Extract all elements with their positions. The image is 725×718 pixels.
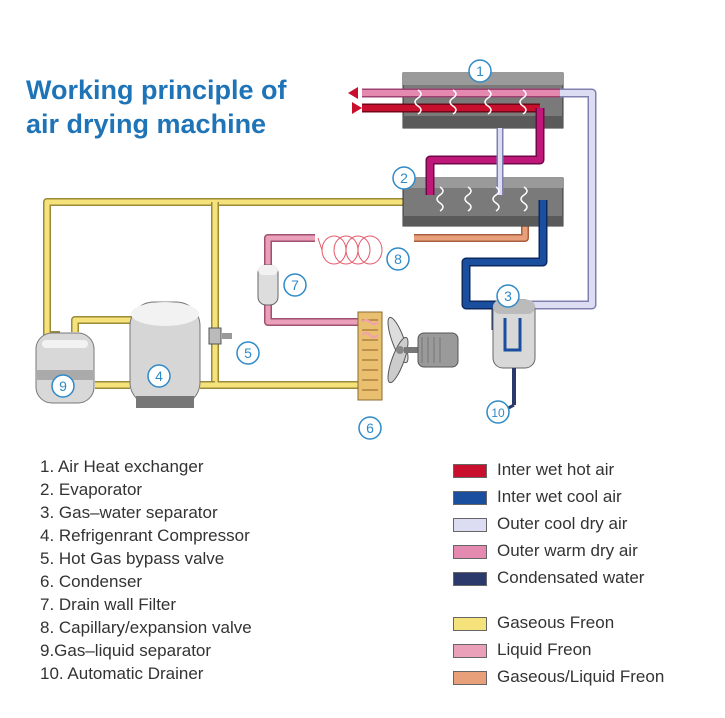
badge-9: 9	[51, 374, 75, 398]
badge-label: 3	[504, 288, 512, 304]
list-item: 3. Gas–water separator	[40, 503, 218, 522]
legend-swatch	[453, 464, 487, 478]
badge-label: 8	[394, 251, 402, 267]
badge-8: 8	[386, 247, 410, 271]
list-item: 6. Condenser	[40, 572, 143, 591]
legend-label: Liquid Freon	[497, 640, 592, 659]
legend-label: Gaseous Freon	[497, 613, 615, 632]
legend-label: Inter wet cool air	[497, 487, 622, 506]
legend-label: Inter wet hot air	[497, 460, 615, 479]
badge-label: 5	[244, 345, 252, 361]
number-badges: 1 2 3 4 5 6 7 8 9 10	[51, 59, 520, 440]
badge-1: 1	[468, 59, 492, 83]
legend-swatch	[453, 518, 487, 532]
hot-gas-bypass-valve	[208, 327, 232, 345]
diagram-title: Working principle of air drying machine	[26, 73, 287, 141]
badge-label: 1	[476, 63, 484, 79]
legend-swatch	[453, 671, 487, 685]
badge-label: 9	[59, 378, 67, 394]
badge-3: 3	[496, 284, 520, 308]
badge-label: 7	[291, 277, 299, 293]
list-item: 4. Refrigenrant Compressor	[40, 526, 250, 545]
list-item: 2. Evaporator	[40, 480, 143, 499]
title-line-2: air drying machine	[26, 109, 267, 139]
legend-swatch	[453, 617, 487, 631]
badge-5: 5	[236, 341, 260, 365]
badge-label: 6	[366, 420, 374, 436]
list-item: 10. Automatic Drainer	[40, 664, 204, 683]
badge-label: 10	[491, 406, 505, 420]
legend-label: Condensated water	[497, 568, 645, 587]
legend-label: Outer warm dry air	[497, 541, 638, 560]
exchanger-coils	[414, 89, 528, 212]
badge-label: 4	[155, 368, 163, 384]
legend-swatch	[453, 572, 487, 586]
legend-swatch	[453, 491, 487, 505]
arrow-right-icon	[352, 102, 362, 114]
drain-wall-filter	[257, 264, 279, 306]
list-item: 5. Hot Gas bypass valve	[40, 549, 225, 568]
arrow-left-icon	[348, 87, 358, 99]
list-item: 1. Air Heat exchanger	[40, 457, 204, 476]
legend-swatch	[453, 545, 487, 559]
list-item: 7. Drain wall Filter	[40, 595, 177, 614]
compressor	[129, 301, 201, 408]
condenser	[357, 311, 383, 401]
badge-10: 10	[486, 400, 510, 424]
badge-4: 4	[147, 364, 171, 388]
parts-list: 1. Air Heat exchanger 2. Evaporator 3. G…	[40, 456, 252, 686]
list-item: 8. Capillary/expansion valve	[40, 618, 252, 637]
legend-label: Outer cool dry air	[497, 514, 628, 533]
capillary-coil	[317, 235, 383, 265]
badge-7: 7	[283, 273, 307, 297]
legend-label: Gaseous/Liquid Freon	[497, 667, 665, 686]
legend-swatch	[453, 644, 487, 658]
title-line-1: Working principle of	[26, 75, 287, 105]
badge-2: 2	[392, 166, 416, 190]
list-item: 9.Gas–liquid separator	[40, 641, 212, 660]
badge-6: 6	[358, 416, 382, 440]
gas-water-separator	[489, 299, 536, 420]
air-flow-arrows	[348, 87, 362, 114]
condenser-fan	[387, 316, 459, 384]
badge-label: 2	[400, 170, 408, 186]
